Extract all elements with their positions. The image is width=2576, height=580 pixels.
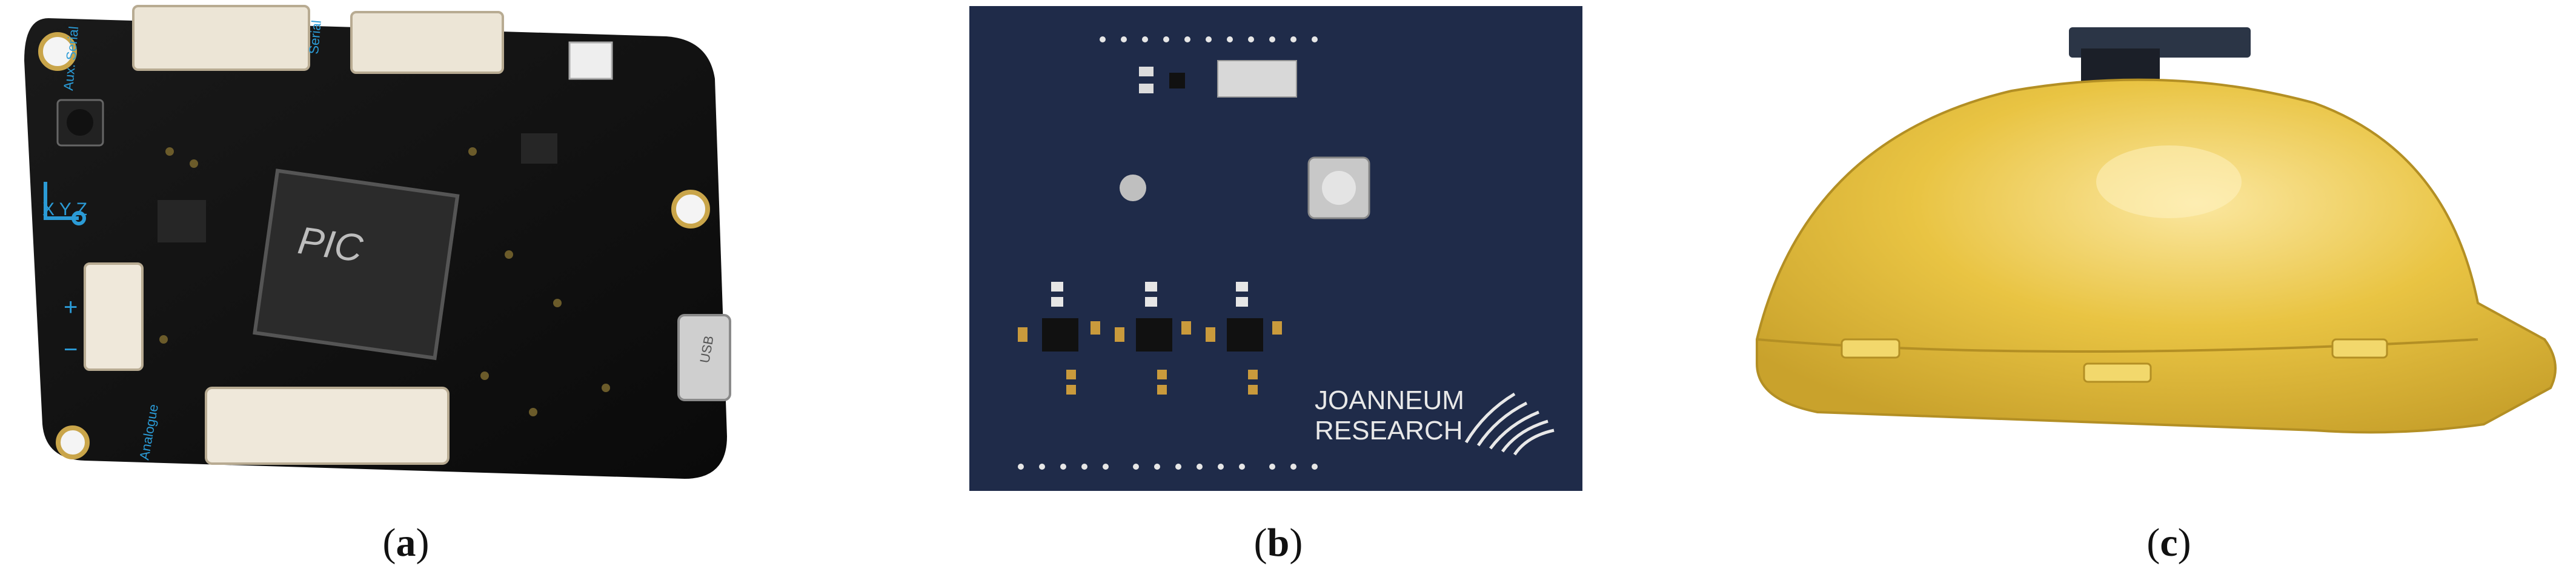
header-pins-top bbox=[1100, 36, 1318, 42]
logo-text-research: RESEARCH bbox=[1315, 416, 1463, 445]
small-chip bbox=[521, 133, 557, 164]
left-connector bbox=[84, 262, 144, 371]
caption-b: (b) bbox=[1253, 521, 1303, 565]
pcb-render-image: JOANNEUM RESEARCH bbox=[969, 6, 1582, 491]
crystal-component bbox=[1217, 60, 1297, 98]
ic-group bbox=[1115, 282, 1191, 395]
helmet-shell bbox=[1756, 78, 2557, 434]
caption-a: (a) bbox=[382, 521, 430, 565]
plus-label: + bbox=[64, 294, 78, 321]
push-button-cap bbox=[67, 109, 93, 136]
round-component bbox=[1120, 175, 1146, 201]
caption-letter: c bbox=[2160, 521, 2178, 565]
caption-c: (c) bbox=[2146, 521, 2191, 565]
usb-port-icon bbox=[677, 314, 731, 401]
component-dots bbox=[159, 147, 610, 416]
minus-label: − bbox=[64, 336, 78, 363]
chip-brand-label: PIC bbox=[296, 218, 366, 270]
top-connector-left bbox=[132, 5, 310, 71]
ic-group bbox=[1206, 282, 1282, 395]
bottom-connector bbox=[205, 387, 450, 465]
panel-a-sensor-board: PIC X Y Z + − Aux. Serial Serial Analogu… bbox=[12, 0, 751, 497]
sensor-board-image: PIC X Y Z + − Aux. Serial Serial Analogu… bbox=[24, 5, 731, 479]
serial-label: Serial bbox=[306, 19, 324, 55]
mount-hole-icon bbox=[56, 425, 90, 459]
sensor-chip bbox=[568, 41, 613, 80]
caption-letter: a bbox=[396, 521, 416, 565]
mount-hole-icon bbox=[38, 32, 77, 71]
logo-text-joanneum: JOANNEUM bbox=[1315, 385, 1464, 415]
sensor-module-housing bbox=[2081, 48, 2160, 82]
smd-ic bbox=[1169, 73, 1185, 88]
helmet-highlight bbox=[2096, 145, 2242, 218]
pressure-sensor-port-icon bbox=[1322, 171, 1356, 205]
logo-waves-icon bbox=[1464, 392, 1555, 456]
ic-group bbox=[1018, 282, 1100, 395]
axis-marker-icon bbox=[44, 182, 86, 225]
smd-component bbox=[1139, 67, 1154, 76]
main-mcu-chip: PIC bbox=[253, 168, 460, 361]
top-connector-right bbox=[350, 11, 504, 74]
caption-letter: b bbox=[1267, 521, 1290, 565]
smd-component bbox=[1139, 84, 1154, 93]
header-pins-bottom bbox=[1018, 464, 1318, 470]
helmet-slot bbox=[1841, 338, 1900, 359]
small-chip bbox=[158, 200, 206, 242]
helmet-slot bbox=[2331, 338, 2388, 359]
panel-b-pcb-render: JOANNEUM RESEARCH bbox=[969, 6, 1582, 491]
panel-c-helmet-render bbox=[1733, 0, 2575, 497]
helmet-render-image bbox=[1756, 27, 2557, 434]
axes-label: X Y Z bbox=[42, 199, 87, 219]
mount-hole-icon bbox=[671, 190, 710, 228]
helmet-slot bbox=[2083, 362, 2152, 383]
